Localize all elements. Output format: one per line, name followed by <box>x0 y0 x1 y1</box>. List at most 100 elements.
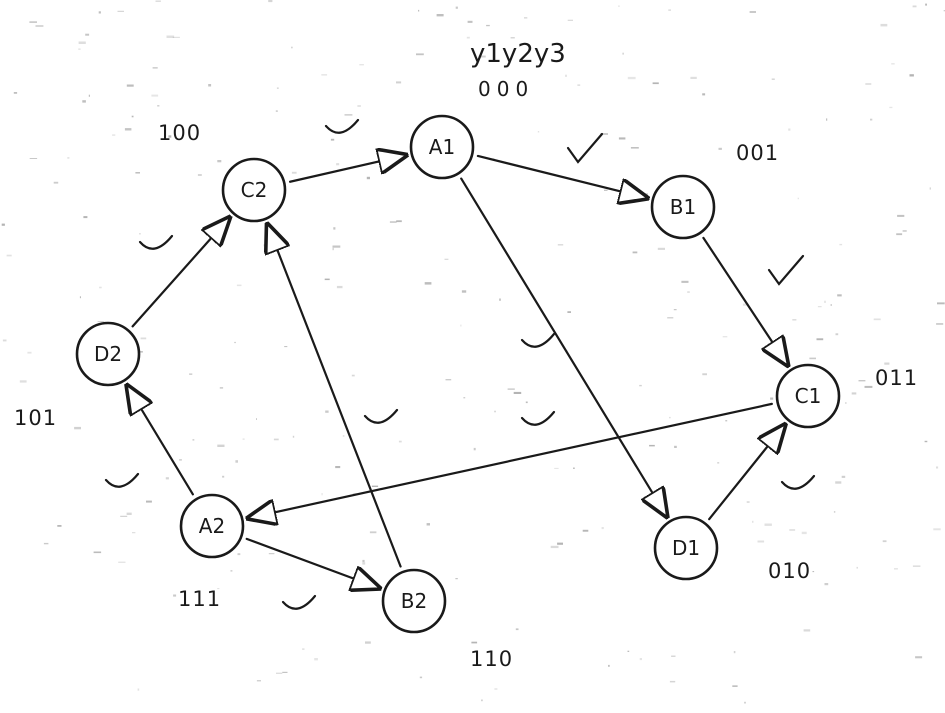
speckle <box>601 527 604 530</box>
speckle <box>639 384 642 387</box>
speckle <box>687 291 690 293</box>
speckle <box>936 323 944 325</box>
speckle <box>256 680 261 682</box>
speckle <box>649 444 655 447</box>
speckle <box>332 245 341 248</box>
speckle <box>473 447 476 451</box>
speckle <box>445 379 452 381</box>
speckle <box>455 6 458 9</box>
speckle <box>943 10 945 12</box>
speckle <box>398 440 402 443</box>
speckle <box>835 481 842 484</box>
speckle <box>2 339 7 342</box>
speckle <box>600 133 608 135</box>
speckle <box>43 542 49 545</box>
speckle <box>816 338 824 341</box>
check-mark <box>566 132 604 164</box>
node-label: A1 <box>429 135 455 159</box>
speckle <box>460 324 462 327</box>
speckle <box>88 94 90 97</box>
speckle <box>507 388 515 390</box>
speckle <box>112 134 116 136</box>
smile-mark <box>363 408 399 424</box>
speckle <box>884 362 890 365</box>
node-circle <box>775 363 841 429</box>
state-variables-label: y1y2y3 <box>470 39 566 69</box>
speckle <box>237 553 241 556</box>
speckle <box>639 658 642 661</box>
speckle <box>524 17 528 19</box>
edge-c1-to-a2 <box>248 402 773 518</box>
speckle <box>117 10 124 12</box>
state-code-c2: 100 <box>158 121 201 145</box>
node-circle <box>381 568 447 634</box>
speckle <box>784 354 787 357</box>
speckle <box>718 147 722 150</box>
node-label: A2 <box>199 514 225 538</box>
speckle <box>466 36 470 39</box>
state-code-b2: 110 <box>470 647 513 671</box>
annotation-marks <box>104 118 816 610</box>
speckle <box>891 63 895 65</box>
speckle <box>618 137 626 140</box>
speckle <box>78 48 81 50</box>
speckle <box>369 531 377 534</box>
speckle <box>764 523 772 526</box>
speckle <box>27 351 32 354</box>
speckle <box>234 341 236 344</box>
speckle <box>510 37 515 39</box>
node-c2: C2 <box>221 157 287 223</box>
speckle <box>291 46 293 49</box>
node-a2: A2 <box>179 493 245 559</box>
speckle <box>812 571 815 573</box>
speckle <box>573 467 575 469</box>
speckle <box>641 193 648 196</box>
speckle <box>276 87 279 89</box>
node-circle <box>409 114 475 180</box>
speckle <box>915 656 923 659</box>
speckle <box>336 285 343 289</box>
speckle <box>29 158 38 159</box>
speckle <box>550 545 559 549</box>
speckle <box>494 410 496 413</box>
speckle <box>155 0 161 2</box>
speckle <box>882 540 887 543</box>
speckle <box>217 588 220 590</box>
edge-d1-to-c1 <box>708 425 785 521</box>
speckle <box>83 216 88 219</box>
speckle <box>837 294 842 297</box>
speckle <box>752 520 754 523</box>
speckle <box>29 21 37 23</box>
speckle <box>276 672 283 674</box>
speckle <box>126 512 132 515</box>
speckle <box>292 435 295 438</box>
speckle <box>880 23 888 27</box>
speckle <box>803 629 811 632</box>
speckle <box>219 387 224 389</box>
speckle <box>172 36 180 38</box>
speckle <box>681 280 689 283</box>
speckle <box>351 374 355 377</box>
speckle <box>525 401 528 404</box>
speckle <box>486 24 490 27</box>
speckle <box>481 699 483 702</box>
speckle <box>864 385 873 388</box>
speckle <box>801 531 807 535</box>
speckle <box>118 561 126 563</box>
speckle <box>362 559 365 563</box>
speckle <box>140 337 147 340</box>
speckle <box>35 25 44 27</box>
node-label: D2 <box>94 342 122 366</box>
edge-a1-to-d1 <box>460 177 667 517</box>
speckle <box>179 459 182 461</box>
speckle <box>314 658 318 661</box>
speckle <box>330 138 335 141</box>
speckle <box>263 244 267 247</box>
speckle <box>873 318 881 321</box>
speckle <box>865 83 872 85</box>
speckle <box>924 440 928 443</box>
speckle <box>126 84 134 87</box>
speckle <box>208 84 212 87</box>
speckle <box>936 466 939 469</box>
